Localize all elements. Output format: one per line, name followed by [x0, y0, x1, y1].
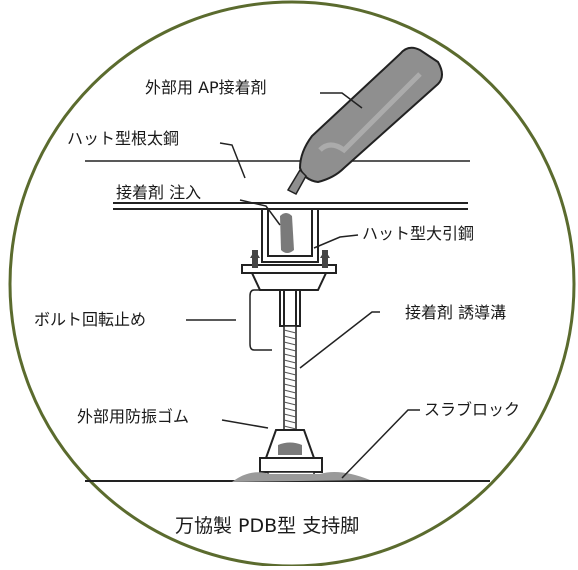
label-rubber: 外部用防振ゴム — [77, 407, 190, 426]
label-hat-beam: ハット型大引鋼 — [362, 224, 475, 243]
bolt-stop-bracket — [249, 289, 272, 351]
label-hat-joist: ハット型根太鋼 — [67, 129, 180, 148]
label-adhesive-groove: 接着剤 誘導溝 — [405, 303, 507, 322]
adhesive-tube — [286, 46, 443, 195]
label-slab: スラブロック — [424, 400, 521, 419]
slab-adhesive-blob — [232, 472, 370, 482]
label-adhesive-inject: 接着剤 注入 — [116, 183, 202, 202]
threaded-rod — [283, 325, 297, 433]
support-plate — [241, 261, 337, 291]
caption: 万協製 PDB型 支持脚 — [175, 515, 360, 537]
injected-adhesive — [280, 213, 294, 253]
label-adhesive-ap: 外部用 AP接着剤 — [145, 78, 267, 97]
plate-bolts — [250, 250, 330, 268]
leader-lines — [186, 92, 420, 479]
label-bolt-stop: ボルト回転止め — [34, 310, 147, 329]
bolt-housing — [279, 289, 301, 327]
rubber-base — [259, 429, 323, 481]
